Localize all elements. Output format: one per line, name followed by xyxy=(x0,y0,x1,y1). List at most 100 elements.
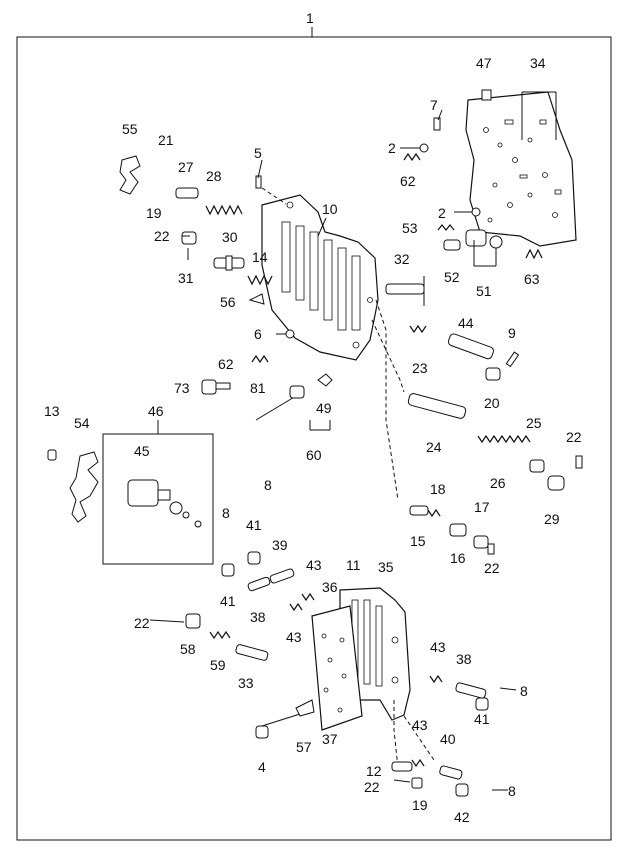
callout-14: 14 xyxy=(252,249,268,265)
callout-2: 2 xyxy=(438,205,446,221)
callout-7: 7 xyxy=(430,97,438,113)
spring-18 xyxy=(427,508,441,518)
plug-25 xyxy=(529,459,545,473)
callout-57: 57 xyxy=(296,739,312,755)
callout-25: 25 xyxy=(526,415,542,431)
callout-49: 49 xyxy=(316,400,332,416)
valve-32 xyxy=(385,276,425,306)
bolt-73 xyxy=(201,379,231,395)
callout-51: 51 xyxy=(476,283,492,299)
solenoid-45 xyxy=(127,479,202,528)
callout-59: 59 xyxy=(210,657,226,673)
callout-21: 21 xyxy=(158,132,174,148)
callout-43: 43 xyxy=(412,717,428,733)
callout-63: 63 xyxy=(524,271,540,287)
callout-1: 1 xyxy=(306,10,314,26)
spring-26 xyxy=(477,434,531,444)
spring-62-mid xyxy=(251,354,269,364)
spring-43a xyxy=(301,592,315,602)
valve-44 xyxy=(447,333,494,360)
callout-11: 11 xyxy=(346,557,361,573)
callout-41: 41 xyxy=(220,593,236,609)
valve-39 xyxy=(269,568,295,584)
filter-49 xyxy=(317,373,333,387)
callout-38: 38 xyxy=(456,651,472,667)
callout-28: 28 xyxy=(206,168,222,184)
valve-40 xyxy=(439,765,463,780)
plug-42 xyxy=(455,783,469,797)
callout-46: 46 xyxy=(148,403,164,419)
callout-52: 52 xyxy=(444,269,460,285)
plug-31 xyxy=(181,231,197,245)
callout-36: 36 xyxy=(322,579,338,595)
valve-27 xyxy=(175,187,199,199)
upper-valve-body-10 xyxy=(261,194,379,361)
valve-33 xyxy=(235,644,269,661)
callout-62: 62 xyxy=(218,356,234,372)
callout-8: 8 xyxy=(520,683,528,699)
callout-39: 39 xyxy=(272,537,288,553)
spring-53 xyxy=(437,224,455,231)
valve-12 xyxy=(391,761,413,772)
callout-15: 15 xyxy=(410,533,426,549)
callout-44: 44 xyxy=(458,315,474,331)
callout-22: 22 xyxy=(566,429,582,445)
callout-38: 38 xyxy=(250,609,266,625)
pin-9 xyxy=(505,351,520,368)
callout-47: 47 xyxy=(476,55,492,71)
callout-55: 55 xyxy=(122,121,138,137)
pin-7 xyxy=(433,117,441,131)
callout-22: 22 xyxy=(154,228,170,244)
plug-58 xyxy=(185,613,201,629)
bolt-4 xyxy=(255,713,301,739)
plug-52 xyxy=(443,239,461,251)
cover-51 xyxy=(465,229,503,249)
spring-28 xyxy=(205,204,243,216)
plug-41-mid xyxy=(247,551,261,565)
callout-2: 2 xyxy=(388,140,396,156)
callout-53: 53 xyxy=(402,220,418,236)
valve-15 xyxy=(409,505,429,516)
pin-22a xyxy=(575,455,583,469)
spring-63 xyxy=(525,248,543,260)
callout-35: 35 xyxy=(378,559,394,575)
callout-34: 34 xyxy=(530,55,546,71)
callout-81: 81 xyxy=(250,380,266,396)
valve-38-right xyxy=(455,682,487,699)
callout-8: 8 xyxy=(264,477,272,493)
valve-24 xyxy=(407,393,467,419)
dashed-line xyxy=(261,187,287,205)
plug-19-bottom xyxy=(411,777,423,789)
callout-6: 6 xyxy=(254,326,262,342)
spring-59 xyxy=(209,630,231,640)
callout-43: 43 xyxy=(286,629,302,645)
spring-43b xyxy=(289,602,303,612)
callout-9: 9 xyxy=(508,325,516,341)
ball-2b xyxy=(471,207,481,217)
pin-22b xyxy=(487,543,495,555)
callout-37: 37 xyxy=(322,731,338,747)
plug-41-right xyxy=(475,697,489,711)
callout-18: 18 xyxy=(430,481,446,497)
dashed-line xyxy=(375,299,399,501)
callout-45: 45 xyxy=(134,443,150,459)
bolt-81 xyxy=(255,385,305,421)
callout-54: 54 xyxy=(74,415,90,431)
callout-56: 56 xyxy=(220,294,236,310)
callout-10: 10 xyxy=(322,201,338,217)
dashed-line xyxy=(371,319,405,393)
spring-14 xyxy=(247,274,273,286)
dashed-line xyxy=(403,715,435,761)
callout-22: 22 xyxy=(484,560,500,576)
clip-54 xyxy=(69,451,99,523)
leader-lines xyxy=(149,109,517,791)
valve-30 xyxy=(213,255,245,271)
plug-29 xyxy=(547,475,565,491)
callout-40: 40 xyxy=(440,731,456,747)
plug-41-left xyxy=(221,563,235,577)
callout-19: 19 xyxy=(412,797,428,813)
callout-5: 5 xyxy=(254,145,262,161)
callout-43: 43 xyxy=(306,557,322,573)
callout-30: 30 xyxy=(222,229,238,245)
